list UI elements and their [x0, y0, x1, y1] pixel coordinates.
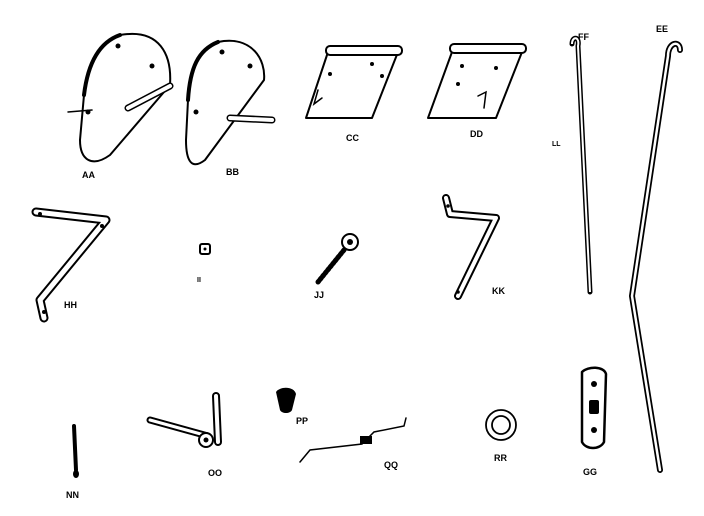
label-pp: PP [296, 416, 308, 426]
part-ee-bent-rod [629, 40, 683, 473]
label-ff: FF [578, 32, 589, 42]
part-rr-washer [485, 409, 517, 441]
label-hh: HH [64, 300, 77, 310]
part-cc-hinge-plate [305, 45, 403, 119]
label-kk: KK [492, 286, 505, 296]
label-ll: LL [552, 141, 561, 148]
part-kk-bracket [442, 194, 500, 300]
label-aa: AA [82, 170, 95, 180]
label-jj: JJ [314, 290, 324, 300]
label-qq: QQ [384, 460, 398, 470]
part-dd-hinge-plate [427, 43, 527, 119]
part-aa-side-plate [67, 32, 174, 163]
label-gg: GG [583, 467, 597, 477]
part-gg-slotted-plate [580, 366, 608, 450]
part-qq-wire [299, 417, 407, 463]
part-jj-screw [315, 233, 359, 285]
part-ii-clip [199, 243, 211, 255]
part-oo-lever [146, 392, 222, 448]
label-cc: CC [346, 133, 359, 143]
label-oo: OO [208, 468, 222, 478]
label-ee: EE [656, 24, 668, 34]
part-pp-knob [276, 387, 296, 413]
part-nn-pin [72, 424, 79, 478]
part-ff-rod [569, 35, 593, 295]
label-bb: BB [226, 167, 239, 177]
label-ii: II [197, 277, 201, 284]
label-dd: DD [470, 129, 483, 139]
part-hh-bracket [31, 207, 111, 323]
part-bb-side-plate [185, 39, 276, 166]
label-rr: RR [494, 453, 507, 463]
label-nn: NN [66, 490, 79, 500]
